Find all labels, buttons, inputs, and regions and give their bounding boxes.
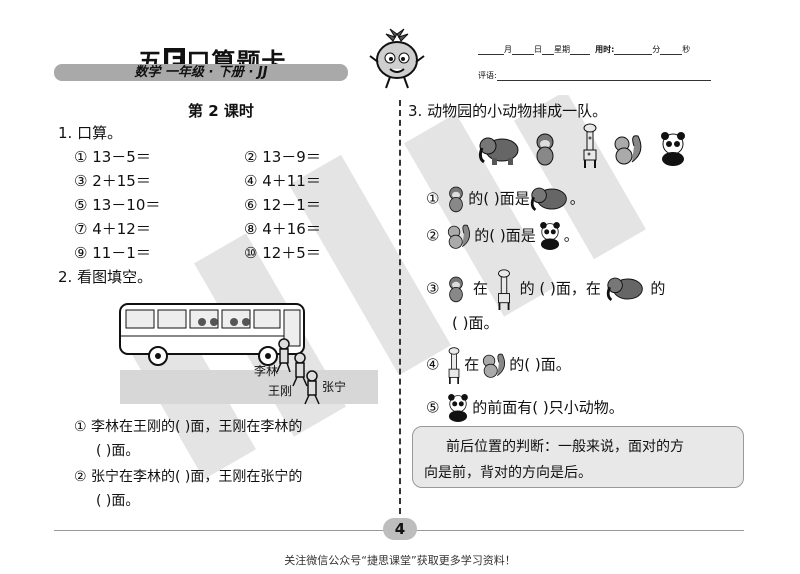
elephant-icon [478,137,519,165]
q3-row-1-text: 的( )面是 [468,189,530,208]
squirrel-icon [448,224,471,249]
giraffe-icon [448,347,460,384]
footer-text: 关注微信公众号“捷思课堂”获取更多学习资料！ [284,554,516,567]
q3-row-3-num: ③ [426,279,440,298]
q3-row-4: ④ 在 的( )面。 [426,346,571,384]
q2-line-1b: ( )面。 [96,443,140,459]
monkey-icon [449,276,464,303]
mascot-icon [369,28,425,89]
q3-row-5-num: ⑤ [426,398,440,417]
q1-item-1: ① 13－5＝ [74,148,151,166]
tip-box [412,426,744,488]
q3-row-2-text: 的( )面是 [474,226,536,245]
q3-row-3-text: 的 ( )面，在 [519,279,601,298]
subtitle: 数学 一年级 · 下册 · JJ [134,65,268,80]
review-line: 评语: [478,70,711,81]
q3-title: 3. 动物园的小动物排成一队。 [408,102,608,120]
bus-illustration [119,303,305,366]
q2-line-2b: ( )面。 [96,493,140,509]
q3-row-1-end: 。 [569,189,585,208]
lesson-title: 第 2 课时 [188,102,254,120]
q1-item-5: ⑤ 13－10＝ [74,196,161,214]
monkey-icon [536,133,554,166]
giraffe-icon [583,123,597,168]
q3-row-5-text: 的前面有( )只小动物。 [472,398,624,417]
name-zhangning: 张宁 [322,380,347,394]
q3-row-3-cont: ( )面。 [452,314,499,332]
q2-title: 2. 看图填空。 [58,268,153,286]
q3-row-3: ③ 在 的 ( )面，在 的 [426,268,665,310]
q3-row-5: ⑤ 的前面有( )只小动物。 [426,394,624,422]
q1-item-7: ⑦ 4＋12＝ [74,220,151,238]
q1-item-2: ② 13－9＝ [244,148,321,166]
second-label: 秒 [682,45,691,54]
panda-icon [448,394,469,422]
elephant-icon [530,187,567,212]
animal-row [478,123,698,170]
time-label: 用时: [595,45,615,54]
monkey-icon [449,186,464,213]
giraffe-icon [497,269,510,310]
q1-item-6: ⑥ 12－1＝ [244,196,321,214]
q1-item-9: ⑨ 11－1＝ [74,244,151,262]
q1-item-8: ⑧ 4＋16＝ [244,220,321,238]
q2-line-1a: ① 李林在王刚的( )面，王刚在李林的 [74,419,303,435]
review-label: 评语: [478,71,497,80]
q3-row-4-num: ④ [426,355,440,374]
q1-item-3: ③ 2＋15＝ [74,172,151,190]
q3-row-2: ② 的( )面是 。 [426,222,579,250]
name-lilin: 李林 [254,364,279,378]
q1-title: 1. 口算。 [58,124,123,142]
page-number: 4 [383,518,417,540]
road [120,370,378,404]
date-line: 月 日 星期 用时: 分 秒 [478,44,690,55]
q3-row-3-de: 的 [650,279,666,298]
squirrel-icon [483,353,506,378]
subtitle-bar [54,64,348,81]
q1-item-10: ⑩ 12＋5＝ [244,244,321,262]
column-divider [399,100,401,514]
q3-row-4-zai: 在 [464,355,480,374]
squirrel-icon [614,135,642,165]
q3-row-2-num: ② [426,226,440,245]
q3-row-3-zai: 在 [473,279,489,298]
minute-label: 分 [652,45,661,54]
tip-line-1: 前后位置的判断：一般来说，面对的方 [446,439,684,455]
month-label: 月 [504,45,512,54]
q1-item-4: ④ 4＋11＝ [244,172,321,190]
q3-row-4-text: 的( )面。 [509,355,571,374]
elephant-icon [606,277,643,302]
day-label: 日 [534,45,542,54]
tip-line-2: 向是前，背对的方向是后。 [424,465,592,481]
week-label: 星期 [554,45,570,54]
q3-row-1-num: ① [426,189,440,208]
panda-icon [661,132,685,166]
q3-row-2-end: 。 [563,226,579,245]
q2-line-2a: ② 张宁在李林的( )面，王刚在张宁的 [74,469,303,485]
children-icon [276,338,320,405]
q3-row-1: ① 的( )面是 。 [426,184,585,214]
name-wanggang: 王刚 [268,384,293,398]
panda-icon [539,222,560,250]
